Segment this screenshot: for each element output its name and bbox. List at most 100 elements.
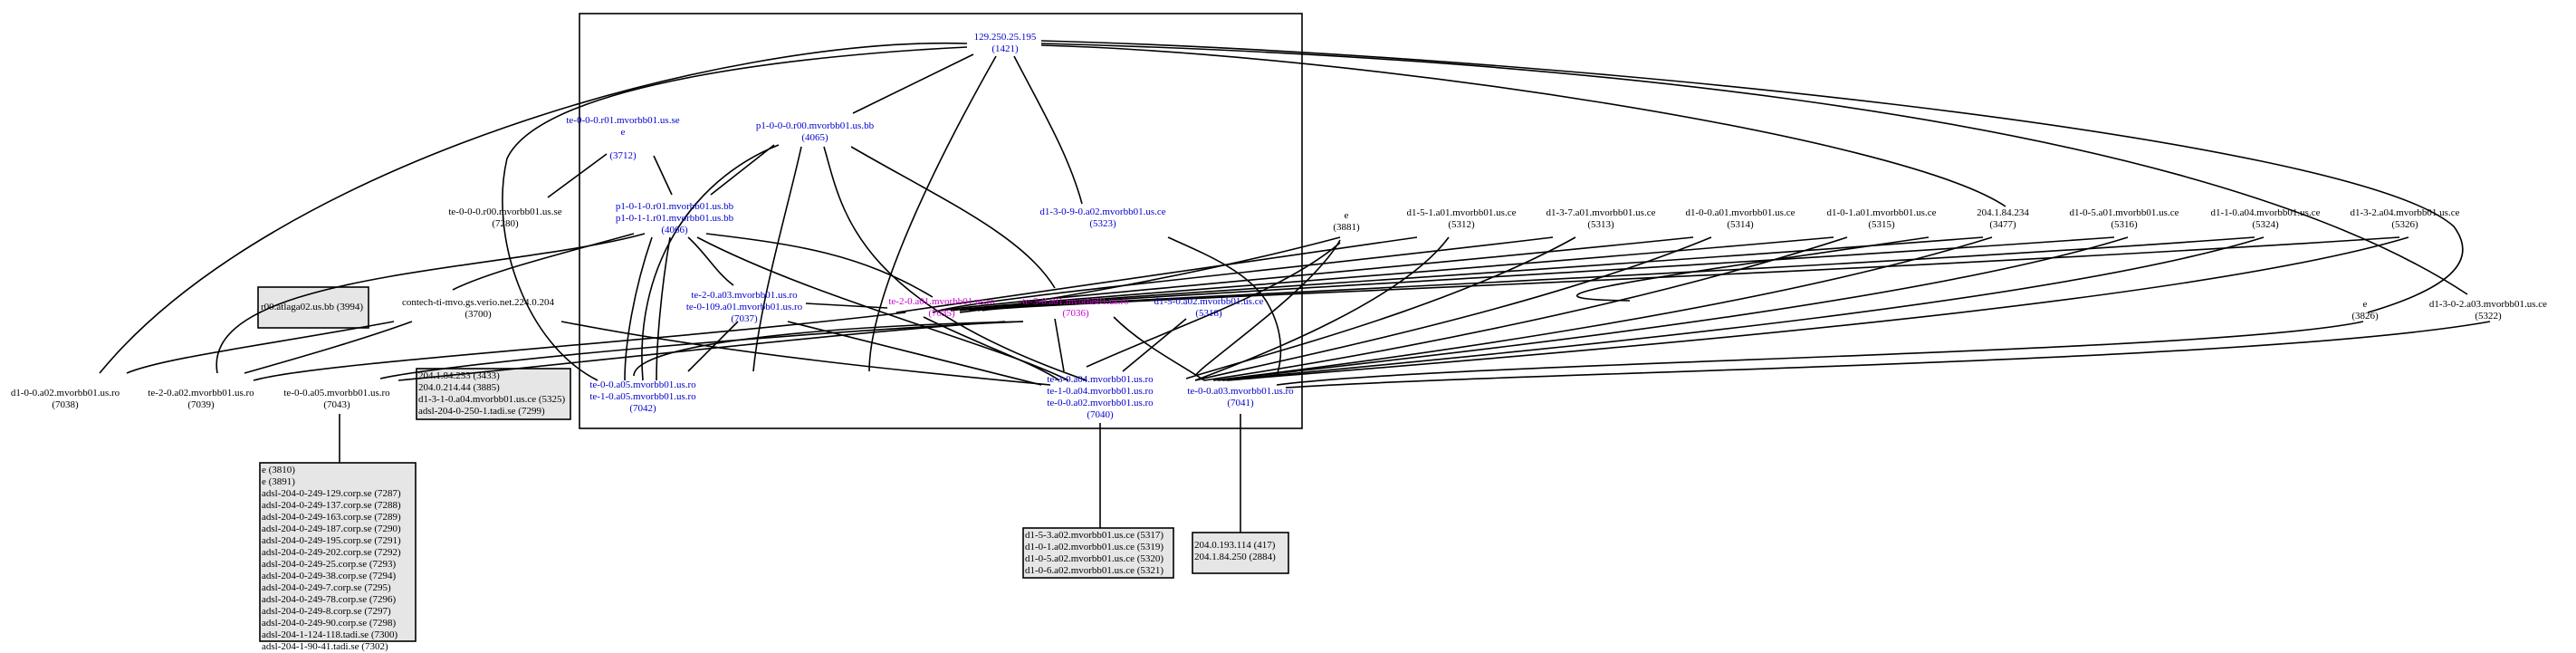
node-129-250-25-195[interactable]: 129.250.25.195(1421) [974,32,1037,55]
node-d1-3-0-2-a03[interactable]: d1-3-0-2.a03.mvorbb01.us.ce(5322) [2429,299,2547,322]
node-label: d1-0-0.a01.mvorbb01.us.ce [1685,207,1796,218]
node-id: (7037) [731,313,758,324]
edge [932,236,1554,313]
box-host-group-mid [416,368,571,420]
box-host-group-mid-text[interactable]: 204.1.84.253 (3433) 204.0.214.44 (3885) … [418,370,565,418]
edge [1185,236,1576,379]
node-d1-3-0-9-0-a02[interactable]: d1-3-0-9-0.a02.mvorbb01.us.ce(5323) [1039,206,1165,230]
edge [215,233,646,374]
node-e-3881[interactable]: e(3881) [1333,210,1359,234]
node-d1-0-0-a02[interactable]: d1-0-0.a02.mvorbb01.us.ro(7038) [11,388,120,411]
node-204-1-84-234[interactable]: 204.1.84.234(3477) [1977,207,2029,231]
box-line: adsl-204-0-250-1.tadi.se (7299) [418,406,545,417]
node-label: te-3-0.a01.mvorbb01.us.ro [1022,296,1129,307]
node-id: (5323) [1089,218,1116,229]
edge [1040,44,2006,207]
node-id: (3712) [609,150,637,161]
edge [397,321,1006,381]
box-line: adsl-204-0-249-163.corp.se (7289) [262,512,401,523]
node-label: te-0-0-0.r01.mvorbb01.us.se [566,115,680,126]
edge [1194,236,1450,381]
edge [1194,239,1341,377]
node-te-0-0-a03[interactable]: te-0-0.a03.mvorbb01.us.ro(7041) [1187,386,1293,409]
node-d1-1-0-a04[interactable]: d1-1-0.a04.mvorbb01.us.ce(5324) [2211,207,2321,231]
node-r00-atlaga02[interactable]: r00.atlaga02.us.bb (3994) [261,302,363,313]
box-line: adsl-204-0-249-8.corp.se (7297) [262,606,391,617]
node-id: (7042) [629,403,656,414]
node-te-2-0-a01[interactable]: te-2-0.a01.mvorbb01.us.ro(7035) [888,296,994,320]
node-d1-0-1-a01[interactable]: d1-0-1.a01.mvorbb01.us.ce(5315) [1827,207,1937,231]
box-line: adsl-204-0-249-202.corp.se (7292) [262,547,401,558]
edge [687,321,739,372]
node-id: (7280) [492,218,519,229]
edge [1054,318,1065,372]
edge [895,236,1418,313]
edge [126,321,395,374]
edge [959,236,1984,312]
box-line: adsl-204-0-249-195.corp.se (7291) [262,535,401,546]
node-id: (5318) [1195,308,1222,319]
node-d1-3-7-a01[interactable]: d1-3-7.a01.mvorbb01.us.ce(5313) [1547,207,1656,231]
box-line: d1-0-1.a02.mvorbb01.us.ce (5319) [1025,542,1164,552]
box-d1-a02-group-text[interactable]: d1-5-3.a02.mvorbb01.us.ce (5317) d1-0-1.… [1025,530,1164,577]
node-label: p1-0-0-0.r00.mvorbb01.us.bb [755,120,875,131]
node-label: contech-ti-mvo.gs.verio.net.224.0.204 [401,297,555,308]
box-line: adsl-204-0-249-7.corp.se (7295) [262,582,391,593]
edge [547,153,608,198]
node-label: te-0-109.a01.mvorbb01.us.ro [685,302,803,312]
node-te-3-0-a01[interactable]: te-3-0.a01.mvorbb01.us.ro(7036) [1022,296,1128,320]
node-label: d1-5-0.a02.mvorbb01.us.ce [1154,296,1264,307]
node-label: te-2-0.a02.mvorbb01.us.ro [148,388,254,399]
node-d1-0-5-a01[interactable]: d1-0-5.a01.mvorbb01.us.ce(5316) [2070,207,2179,231]
node-d1-5-0-a02[interactable]: d1-5-0.a02.mvorbb01.us.ce(5318) [1154,296,1264,320]
node-id: (5316) [2111,219,2138,230]
edge [1217,236,2129,381]
edge [1575,236,1930,302]
box-line: adsl-204-0-249-90.corp.se (7298) [262,618,397,629]
edge [379,321,1024,379]
box-line: adsl-204-0-249-137.corp.se (7288) [262,500,401,511]
box-host-group-large-text[interactable]: e (3810) e (3891) adsl-204-0-249-129.cor… [262,465,401,653]
edge [1013,55,1083,205]
edge [1221,236,2265,381]
node-label: te-2-0.a03.mvorbb01.us.ro [691,290,798,301]
box-line: adsl-204-0-249-38.corp.se (7294) [262,571,397,581]
edge [968,236,2115,312]
node-e-3826[interactable]: e(3826) [2351,299,2378,322]
node-label: d1-3-7.a01.mvorbb01.us.ce [1546,207,1656,218]
box-line: adsl-204-1-90-41.tadi.se (7302) [262,641,388,652]
box-line: 204.1.84.253 (3433) [418,370,500,381]
node-p1-0-0-0-r00[interactable]: p1-0-0-0.r00.mvorbb01.us.bb(4065) [756,120,874,144]
node-id: (5322) [2475,311,2502,322]
box-204-group [1192,532,1289,574]
node-id: (7035) [928,308,955,319]
box-line: 204.0.193.114 (417) [1194,540,1276,551]
node-d1-5-1-a01[interactable]: d1-5-1.a01.mvorbb01.us.ce(5312) [1407,207,1517,231]
node-contech[interactable]: contech-ti-mvo.gs.verio.net.224.0.204(37… [402,297,554,321]
node-d1-3-2-a04[interactable]: d1-3-2.a04.mvorbb01.us.ce(5326) [2351,207,2460,231]
node-d1-0-0-a01[interactable]: d1-0-0.a01.mvorbb01.us.ce(5314) [1686,207,1796,231]
node-te-0-0-a05[interactable]: te-0-0.a05.mvorbb01.us.ro(7043) [283,388,389,411]
edge [852,53,974,114]
edge [1040,40,2464,313]
box-204-group-text[interactable]: 204.0.193.114 (417) 204.1.84.250 (2884) [1194,540,1276,563]
edge [1040,43,2468,295]
node-label: 129.250.25.195 [973,32,1037,43]
edge [941,236,1694,312]
edge [1285,321,2491,389]
node-te-2-0-a02[interactable]: te-2-0.a02.mvorbb01.us.ro(7039) [148,388,254,411]
edge [805,302,888,309]
box-line: d1-3-1-0.a04.mvorbb01.us.ce (5325) [418,394,566,405]
edge [1113,316,1205,381]
node-label: d1-5-1.a01.mvorbb01.us.ce [1406,207,1517,218]
node-id: (3700) [464,309,492,320]
node-id: (4066) [661,225,688,235]
node-te-0-0-0-r00[interactable]: te-0-0-0.r00.mvorbb01.us.se(7280) [448,206,561,230]
edges [99,40,2491,533]
box-line: adsl-204-0-249-129.corp.se (7287) [262,488,401,499]
